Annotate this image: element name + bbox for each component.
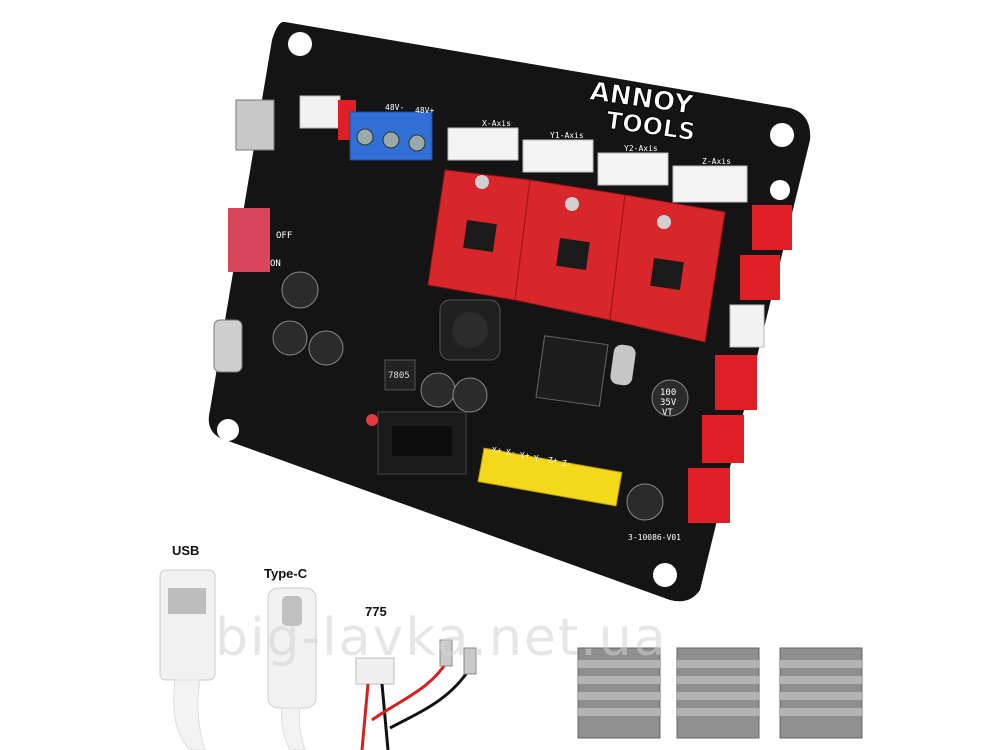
driver-chip (463, 220, 497, 252)
voltage-regulator (384, 359, 416, 391)
svg-text:X+: X+ (492, 446, 502, 455)
footer-code: 3-10086-V01 (628, 533, 681, 542)
axis-label-y2: Y2-Axis (624, 144, 658, 153)
svg-text:Z-: Z- (562, 459, 572, 468)
controller-board: ANNOY TOOLS OFF ON 48V- 48V+ X-Ax (208, 21, 811, 602)
stepper-drivers (427, 169, 726, 343)
axis-connectors: X-Axis Y1-Axis Y2-Axis Z-Axis (447, 119, 748, 203)
capacitor-text-1: 100 (660, 388, 676, 398)
right-connectors (688, 205, 792, 523)
heatsink (676, 647, 760, 739)
switch-off-label: OFF (276, 231, 292, 241)
axis-label-z: Z-Axis (702, 157, 731, 166)
heatsinks (577, 647, 863, 739)
type-c-cable (267, 587, 317, 750)
status-led (366, 414, 378, 426)
motor-label: 775 (365, 604, 387, 619)
driver-pot (475, 175, 489, 189)
svg-text:X-: X- (506, 448, 516, 457)
axis-label-y1: Y1-Axis (550, 131, 584, 140)
capacitor-text-2: 35V (660, 398, 677, 408)
y2-axis-connector (597, 152, 669, 186)
microcontroller (535, 335, 609, 407)
heatsink (577, 647, 661, 739)
type-c-label: Type-C (264, 566, 308, 581)
power-switch (228, 208, 270, 272)
spindle-connector (299, 95, 341, 129)
driver-chip (556, 238, 590, 270)
regulator-text: 7805 (388, 371, 410, 381)
mount-hole (770, 180, 790, 200)
motor-wires (355, 639, 477, 750)
capacitor-text-3: VT (662, 408, 673, 418)
terminal-label-pos: 48V+ (415, 106, 434, 115)
y1-axis-connector (522, 139, 594, 173)
driver-pot (565, 197, 579, 211)
z-axis-connector (672, 165, 748, 203)
usb-b-port (235, 99, 275, 151)
driver-pot (657, 215, 671, 229)
mount-hole (288, 32, 312, 56)
heatsink (779, 647, 863, 739)
svg-text:Z+: Z+ (548, 456, 558, 465)
usb-label: USB (172, 543, 200, 558)
x-axis-connector (447, 127, 519, 161)
terminal-label-neg: 48V- (385, 103, 404, 112)
mount-hole (770, 123, 794, 147)
driver-chip (650, 258, 684, 290)
capacitors: 100 35V VT (272, 271, 689, 521)
type-c-port (213, 319, 243, 373)
crystal (610, 344, 636, 386)
usb-cable (159, 569, 216, 750)
mount-hole (217, 419, 239, 441)
axis-label-x: X-Axis (482, 119, 511, 128)
svg-text:Y+: Y+ (520, 451, 530, 460)
mount-hole (653, 563, 677, 587)
switch-on-label: ON (270, 259, 281, 269)
pin-labels: X+ X- Y+ Y- Z+ Z- (492, 446, 572, 468)
yellow-pin-header (477, 447, 623, 507)
power-terminal: 48V- 48V+ (349, 103, 434, 161)
svg-text:Y-: Y- (534, 454, 544, 463)
